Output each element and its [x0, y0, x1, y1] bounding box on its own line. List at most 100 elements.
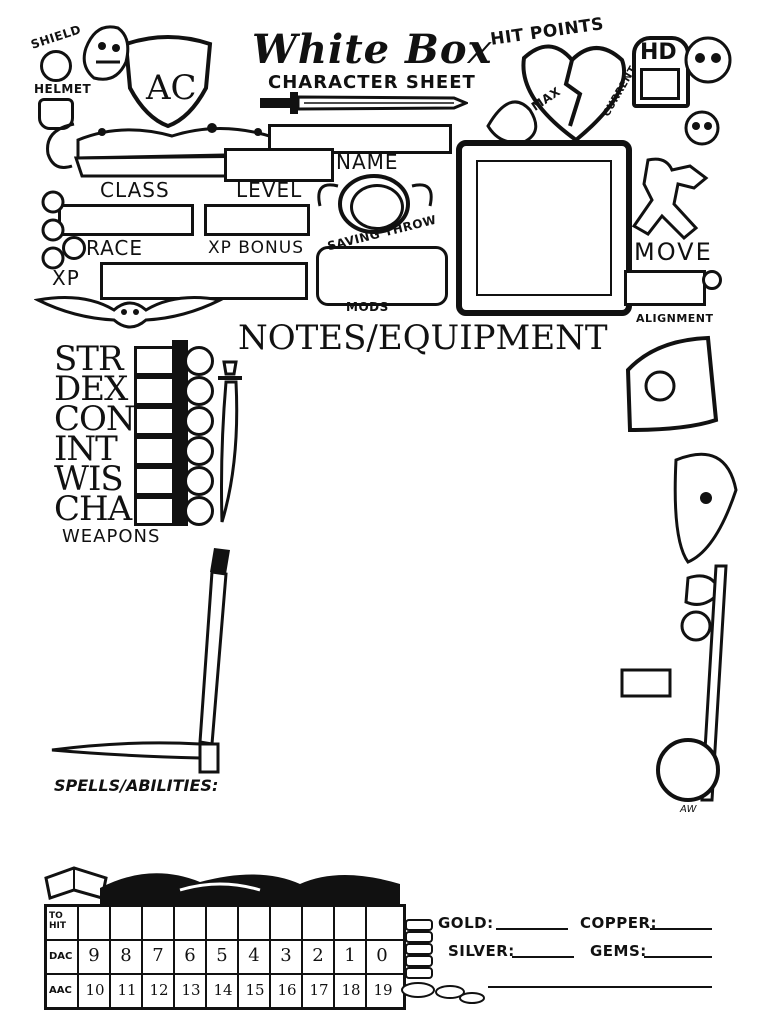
class-field[interactable]	[58, 204, 194, 236]
xp-bonus-label: XP BONUS	[208, 238, 304, 258]
level-label: LEVEL	[236, 178, 303, 202]
mods-box[interactable]	[316, 246, 448, 306]
cha-score-field[interactable]	[134, 496, 176, 526]
shield-checkbox[interactable]	[40, 50, 72, 82]
silver-label: SILVER:	[448, 942, 515, 960]
name-top-field[interactable]	[268, 124, 452, 154]
portrait-frame	[456, 140, 632, 316]
con-mod-field[interactable]	[184, 406, 214, 436]
curl-ornament	[46, 122, 75, 169]
name-label: NAME	[336, 150, 399, 174]
dac-cell: 1	[344, 945, 356, 966]
notes-equipment-label: NOTES/EQUIPMENT	[238, 318, 608, 358]
aac-cell: 12	[149, 981, 169, 999]
dac-cell: 5	[216, 945, 228, 966]
hd-label: HD	[640, 40, 677, 65]
aac-cell: 19	[373, 981, 393, 999]
int-mod-field[interactable]	[184, 436, 214, 466]
name-left-field[interactable]	[224, 148, 334, 182]
helmet-label: HELMET	[34, 82, 92, 96]
scythe-illustration	[51, 548, 230, 774]
dac-cell: 3	[280, 945, 292, 966]
to-hit-row-label: TO HIT	[49, 911, 67, 931]
attribute-wis-label: WIS	[54, 459, 124, 499]
dex-score-field[interactable]	[134, 376, 176, 406]
attribute-labels: STR DEX CON INT WIS CHA	[54, 339, 136, 529]
aac-cell: 14	[213, 981, 233, 999]
ac-label: AC	[146, 68, 197, 108]
running-figure-icon	[631, 157, 709, 241]
dac-cell: 6	[184, 945, 196, 966]
xp-label: XP	[52, 266, 80, 290]
attribute-con-label: CON	[54, 399, 136, 439]
portrait-area[interactable]	[476, 160, 612, 296]
spellbook-cloud-ornament	[44, 866, 400, 904]
helmet-checkbox[interactable]	[38, 98, 74, 130]
silver-field[interactable]	[512, 956, 574, 958]
dex-mod-field[interactable]	[184, 376, 214, 406]
aac-cell: 16	[277, 981, 297, 999]
attribute-str-label: STR	[54, 339, 124, 379]
aac-cell: 13	[181, 981, 201, 999]
treasure-notes-field[interactable]	[488, 986, 712, 988]
spells-abilities-area[interactable]	[56, 800, 616, 850]
coin-pile-illustration	[401, 919, 485, 1004]
alignment-bead	[702, 270, 722, 290]
sheet-subtitle: CHARACTER SHEET	[268, 72, 476, 93]
gold-label: GOLD:	[438, 914, 494, 932]
move-label: MOVE	[634, 238, 713, 266]
hd-field[interactable]	[640, 68, 680, 100]
sheet-title: White Box	[252, 26, 493, 73]
int-score-field[interactable]	[134, 436, 176, 466]
dac-cell: 4	[248, 945, 260, 966]
aac-row-label: AAC	[49, 985, 72, 996]
dac-cell: 8	[120, 945, 132, 966]
wis-score-field[interactable]	[134, 466, 176, 496]
bat-skull-ornament	[34, 296, 224, 329]
weapons-label: WEAPONS	[62, 526, 161, 547]
attribute-cha-label: CHA	[54, 489, 132, 529]
copper-field[interactable]	[650, 928, 712, 930]
attribute-int-label: INT	[54, 429, 118, 469]
mods-label: MODS	[346, 300, 389, 314]
gems-field[interactable]	[644, 956, 712, 958]
aac-cell: 17	[309, 981, 329, 999]
cha-mod-field[interactable]	[184, 496, 214, 526]
dagger-illustration	[218, 360, 242, 523]
dac-row-label: DAC	[49, 951, 73, 962]
dac-cell: 7	[152, 945, 164, 966]
level-field[interactable]	[204, 204, 310, 236]
aac-cell: 11	[117, 981, 137, 999]
str-mod-field[interactable]	[184, 346, 214, 376]
con-score-field[interactable]	[134, 406, 176, 436]
aac-cell: 10	[85, 981, 105, 999]
gems-label: GEMS:	[590, 942, 647, 960]
chain-ornament	[41, 190, 65, 270]
dac-cell: 0	[376, 945, 388, 966]
alignment-label: ALIGNMENT	[636, 312, 714, 325]
alignment-field[interactable]	[624, 270, 706, 306]
attribute-dex-label: DEX	[54, 369, 128, 409]
goblin-illustration	[82, 25, 130, 81]
wis-mod-field[interactable]	[184, 466, 214, 496]
class-label: CLASS	[100, 178, 170, 202]
race-label: RACE	[86, 236, 144, 260]
str-score-field[interactable]	[134, 346, 176, 376]
spells-abilities-label: SPELLS/ABILITIES:	[54, 776, 219, 795]
to-hit-table: TO HIT DAC AAC 9 8 7 6 5 4 3 2 1 0 10 11…	[44, 904, 406, 1010]
dac-cell: 2	[312, 945, 324, 966]
skull-icon	[684, 36, 732, 146]
sword-illustration	[260, 92, 468, 114]
to-hit-row[interactable]	[77, 907, 403, 939]
gold-field[interactable]	[496, 928, 568, 930]
ac-shield-icon	[123, 35, 213, 129]
notes-equipment-area[interactable]	[240, 360, 620, 810]
aac-cell: 15	[245, 981, 265, 999]
race-checkbox[interactable]	[62, 236, 86, 260]
heart-hp-icon	[486, 44, 627, 145]
weapon-rack-illustration	[620, 335, 738, 802]
shield-label: SHIELD	[29, 22, 83, 52]
dac-cell: 9	[88, 945, 100, 966]
artist-signature: AW	[680, 804, 697, 815]
saving-throw-field[interactable]	[350, 184, 404, 230]
